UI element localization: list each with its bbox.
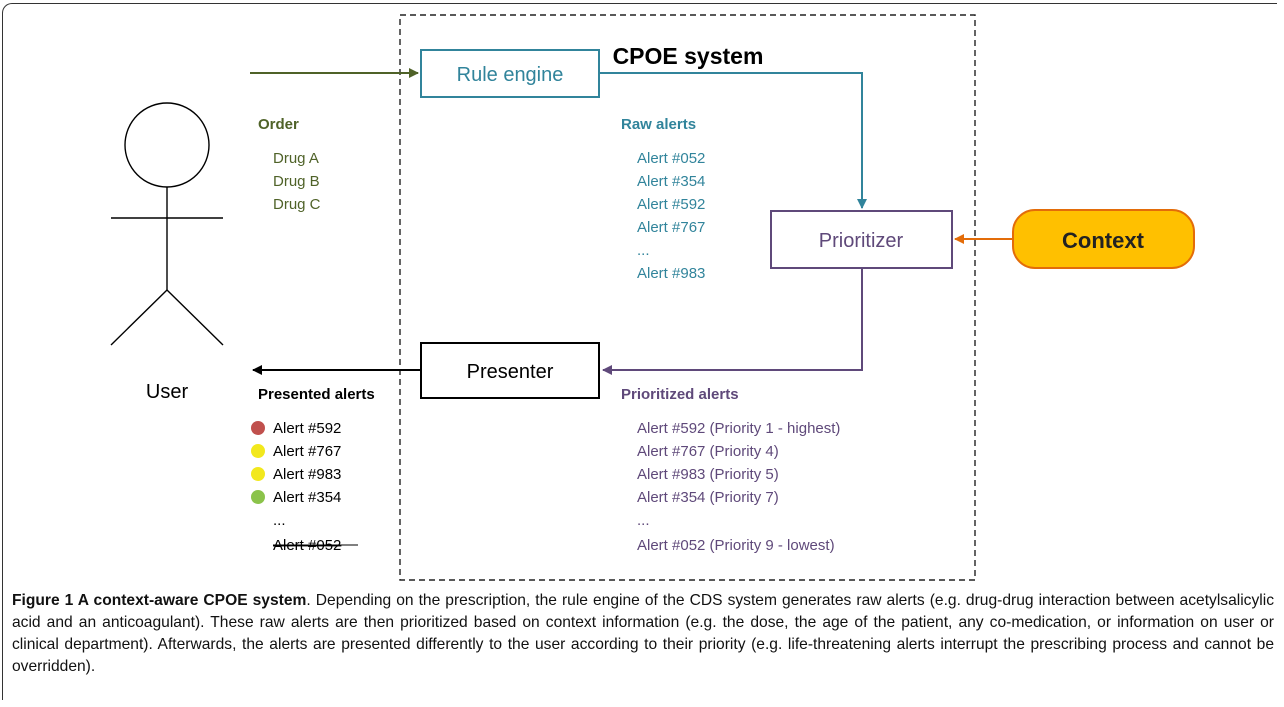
raw-alert-item: Alert #767: [637, 219, 705, 236]
presented-alert-item: Alert #354: [273, 489, 341, 506]
raw-alerts-heading: Raw alerts: [621, 116, 696, 133]
presented-alerts-heading: Presented alerts: [258, 386, 375, 403]
prioritized-alerts-arrow: [602, 268, 863, 375]
context-label: Context: [1062, 228, 1145, 253]
order-heading: Order: [258, 116, 299, 133]
raw-alert-item: Alert #354: [637, 173, 705, 190]
raw-alert-item: ...: [637, 242, 650, 259]
presented-alert-item: Alert #983: [273, 466, 341, 483]
priority-dot-green: [251, 490, 265, 504]
user-figure: [110, 102, 224, 346]
figure-frame: [2, 3, 1277, 700]
prioritized-alert-item: Alert #767 (Priority 4): [637, 443, 779, 460]
rule-engine-node: [420, 49, 600, 98]
order-item: Drug C: [273, 196, 321, 213]
prioritizer-label: Prioritizer: [819, 230, 904, 252]
order-item: Drug B: [273, 173, 320, 190]
cpoe-diagram: CPOE system User Order Drug A Drug B Dru…: [110, 14, 1195, 581]
caption-title: Figure 1 A context-aware CPOE system: [12, 592, 307, 609]
priority-dot-red: [251, 421, 265, 435]
prioritized-alert-item: Alert #592 (Priority 1 - highest): [637, 420, 840, 437]
priority-dot-yellow: [251, 467, 265, 481]
raw-alert-item: Alert #592: [637, 196, 705, 213]
priority-dot-yellow: [251, 444, 265, 458]
raw-alert-item: Alert #983: [637, 265, 705, 282]
caption-text: . Depending on the prescription, the rul…: [12, 592, 1275, 675]
prioritized-alert-item: Alert #983 (Priority 5): [637, 466, 779, 483]
presented-alert-item: ...: [273, 512, 286, 529]
rule-engine-label: Rule engine: [457, 64, 564, 86]
presented-alert-item: Alert #592: [273, 420, 341, 437]
figure-caption: Figure 1 A context-aware CPOE system. De…: [12, 590, 1274, 678]
prioritized-alert-item: Alert #052 (Priority 9 - lowest): [637, 537, 835, 554]
presented-alert-item: Alert #767: [273, 443, 341, 460]
user-label: User: [146, 381, 189, 403]
order-item: Drug A: [273, 150, 319, 167]
raw-alert-item: Alert #052: [637, 150, 705, 167]
prioritizer-node: [770, 210, 953, 269]
system-title: CPOE system: [613, 43, 764, 69]
prioritized-alerts-heading: Prioritized alerts: [621, 386, 739, 403]
prioritized-alert-item: Alert #354 (Priority 7): [637, 489, 779, 506]
presenter-label: Presenter: [467, 361, 554, 383]
prioritized-alert-item: ...: [637, 512, 650, 529]
raw-alerts-arrow: [599, 72, 867, 209]
presenter-node: [420, 342, 600, 399]
